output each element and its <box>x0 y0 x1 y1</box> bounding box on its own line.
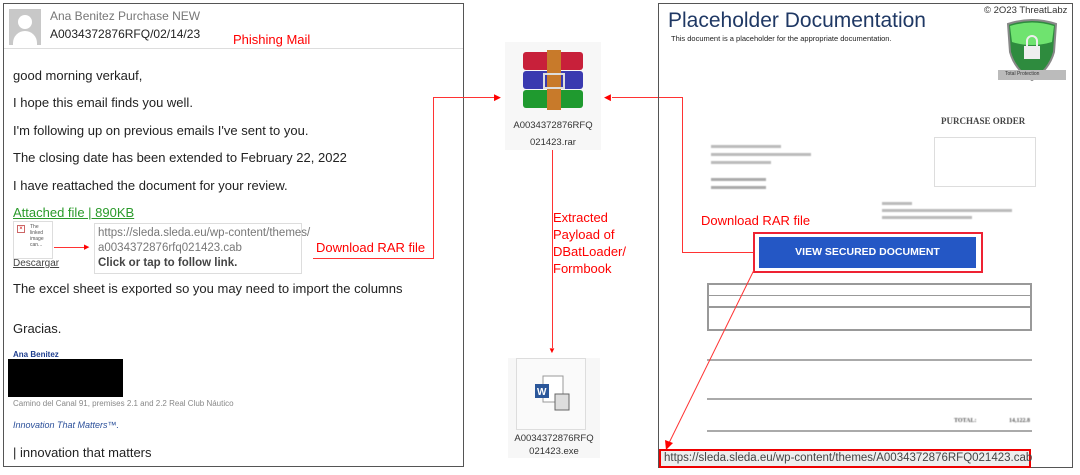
document-subtitle: This document is a placeholder for the a… <box>671 34 892 43</box>
tooltip-url: https://sleda.sleda.eu/wp-content/themes… <box>98 227 311 239</box>
email-line: Gracias. <box>13 321 62 336</box>
attached-file-link[interactable]: Attached file | 890KB <box>13 205 135 220</box>
email-subject-id: A0034372876RFQ/02/14/23 <box>50 27 201 41</box>
annotation-line: DBatLoader/ <box>553 244 626 259</box>
annotation-line: Extracted <box>553 210 608 225</box>
annotation-line: Formbook <box>553 261 612 276</box>
arrow-head-icon: ▶ <box>494 92 501 102</box>
tooltip-hint: Click or tap to follow link. <box>98 257 238 269</box>
protection-badge-text: Total Protection <box>1005 71 1040 77</box>
email-line: I have reattached the document for your … <box>13 178 288 193</box>
email-line: I'm following up on previous emails I've… <box>13 123 309 138</box>
rar-filename: A0034372876RFQ <box>513 120 593 131</box>
redacted-block <box>8 359 123 397</box>
arrow-head-icon: ◀ <box>604 92 611 102</box>
connector-diagonal <box>665 269 755 450</box>
connector-line <box>682 97 683 253</box>
email-footer: | innovation that matters <box>13 445 152 460</box>
thumbnail-text: The linked image can... <box>30 224 44 248</box>
connector-line <box>433 97 434 259</box>
email-line: I hope this email finds you well. <box>13 95 193 110</box>
svg-text:W: W <box>537 387 547 398</box>
divider <box>4 48 463 49</box>
blurred-ship-to <box>882 199 1012 224</box>
connector-line <box>612 97 683 98</box>
arrow-line <box>54 247 87 248</box>
rar-filename: 021423.rar <box>530 137 576 148</box>
total-label: TOTAL: <box>954 418 977 424</box>
divider <box>707 359 1032 361</box>
link-tooltip: https://sleda.sleda.eu/wp-content/themes… <box>94 223 311 274</box>
connector-line <box>552 150 553 348</box>
email-line: good morning verkauf, <box>13 68 143 83</box>
malicious-url-bar: https://sleda.sleda.eu/wp-content/themes… <box>659 449 1032 468</box>
broken-image-thumbnail[interactable]: × The linked image can... <box>13 221 53 259</box>
download-rar-annotation: Download RAR file <box>701 213 811 228</box>
signature-slogan: Innovation That Matters™. <box>13 420 120 430</box>
winrar-icon <box>523 50 583 110</box>
tooltip-url: a0034372876rfq021423.cab <box>98 242 242 254</box>
purchase-order-title: PURCHASE ORDER <box>941 116 1026 126</box>
email-sender-subject: Ana Benitez Purchase NEW <box>50 9 201 23</box>
connector-line <box>313 258 434 259</box>
avatar <box>9 9 41 45</box>
broken-image-icon: × <box>17 225 25 233</box>
descargar-link[interactable]: Descargar <box>13 258 60 269</box>
shield-lock-icon <box>998 19 1066 82</box>
email-line: The excel sheet is exported so you may n… <box>13 281 403 296</box>
exe-file-item[interactable]: W A0034372876RFQ 021423.exe <box>508 358 600 458</box>
extracted-payload-annotation: Extracted Payload of DBatLoader/ Formboo… <box>553 209 626 277</box>
blurred-address <box>711 142 821 202</box>
exe-filename: 021423.exe <box>529 446 579 457</box>
arrow-head-icon: ▶ <box>84 244 90 251</box>
button-highlight <box>753 232 983 273</box>
email-line: The closing date has been extended to Fe… <box>13 150 347 165</box>
copyright: © 2O23 ThreatLabz <box>984 5 1068 16</box>
view-secured-document-button[interactable]: VIEW SECURED DOCUMENT <box>759 237 976 268</box>
annotation-line: Payload of <box>553 227 615 242</box>
blurred-order-table <box>707 283 1032 331</box>
signature-address: Camino del Canal 91, premises 2.1 and 2.… <box>13 399 234 408</box>
rar-file-item[interactable]: A0034372876RFQ 021423.rar <box>505 42 601 150</box>
document-title: Placeholder Documentation <box>668 9 926 32</box>
po-number-table <box>934 137 1036 187</box>
phishing-mail-annotation: Phishing Mail <box>233 32 311 47</box>
divider <box>707 430 1032 432</box>
download-rar-annotation: Download RAR file <box>316 240 426 255</box>
arrow-head-icon: ▼ <box>548 346 556 355</box>
signature-name: Ana Benitez <box>13 350 59 359</box>
total-value: 14,122.8 <box>1009 418 1030 424</box>
connector-line <box>682 252 753 253</box>
fake-document-panel: Placeholder Documentation This document … <box>658 3 1073 468</box>
phishing-email-panel: Ana Benitez Purchase NEW A0034372876RFQ/… <box>3 3 464 467</box>
exe-filename: A0034372876RFQ <box>514 433 594 444</box>
connector-line <box>433 97 495 98</box>
word-document-icon: W <box>535 375 570 411</box>
divider <box>707 398 1032 400</box>
